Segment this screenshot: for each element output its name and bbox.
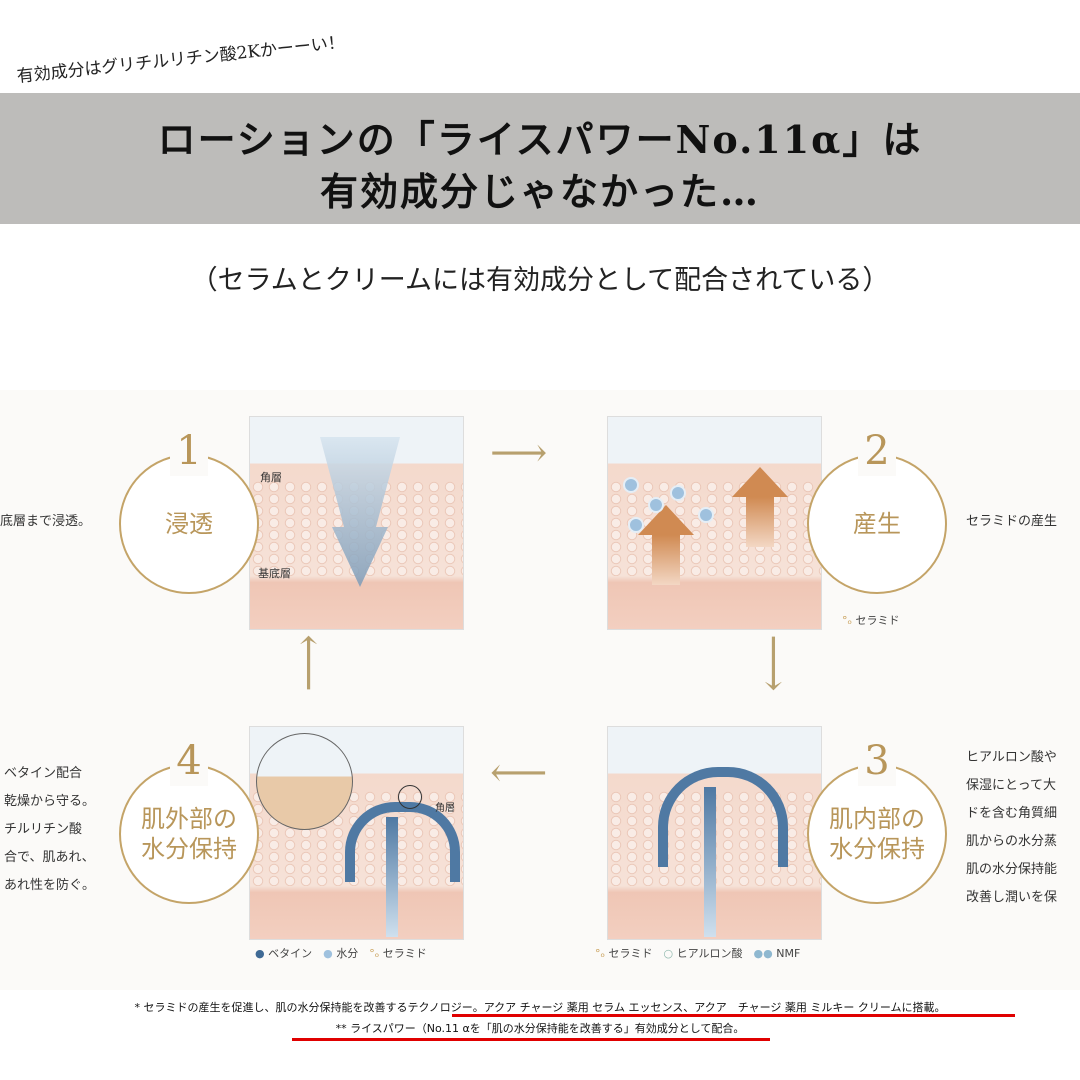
legend-label: セラミド [608,947,653,960]
step-number: 2 [858,426,896,476]
up-arrow-stem [652,535,680,585]
text-line: 保湿にとって大 [966,778,1056,793]
step-1-circle: 1 浸透 [119,426,259,594]
molecule-dot [698,507,714,523]
title-line2: 有効成分じゃなかった… [319,169,760,214]
ceramide-icon: °ₒ [369,947,383,960]
subtitle: （セラムとクリームには有効成分として配合されている） [190,265,890,296]
step-label: 水分保持 [829,835,925,863]
text-line: 底層まで浸透。 [0,514,92,529]
label-stratum-corneum: 角層 [260,471,282,484]
hyaluronic-acid-icon: ○ [663,947,677,960]
moisture-flow-arc [345,802,460,882]
step-2-circle: 2 産生 [807,426,947,594]
nmf-icon: ●● [753,947,777,960]
molecule-dot [628,517,644,533]
moisture-flow-stem [386,817,398,937]
title-line1: ローションの「ライスパワーNo.11α」は [157,117,923,162]
molecule-dot [670,485,686,501]
legend-label: セラミド [382,947,427,960]
legend-label: ベタイン [268,947,313,960]
molecule-dot [623,477,639,493]
step-4-circle: 4 肌外部の 水分保持 [119,736,259,904]
legend-step-3: °ₒ セラミド ○ ヒアルロン酸 ●● NMF [595,945,800,961]
ceramide-icon: °ₒ [595,947,609,960]
up-arrow-icon [732,467,788,497]
step-number: 1 [170,426,208,476]
step-label: 肌内部の [829,805,925,833]
text-line: セラミドの産生 [966,514,1058,529]
step-3-text: ヒアルロン酸や保湿にとって大ドを含む角質細肌からの水分蒸肌の水分保持能改善し潤い… [966,744,1057,912]
label-basal-layer: 基底層 [258,567,291,580]
text-line: 肌の水分保持能 [966,862,1058,877]
legend-step-2: °ₒ セラミド [842,612,900,628]
legend-label: セラミド [855,614,900,627]
panel-inner-moisture [607,726,822,940]
step-label: 浸透 [165,510,213,538]
footnote-1: * セラミドの産生を促進し、肌の水分保持能を改善するテクノロジー。アクア チャー… [134,1001,946,1014]
text-line: 乾燥から守る。 [4,794,96,809]
magnifier-inset [256,733,353,830]
text-line: 肌からの水分蒸 [966,834,1058,849]
arrow-up-icon: ⟶ [285,634,332,692]
label-stratum-corneum-4: 角層 [435,803,455,814]
handwritten-memo: 有効成分はグリチルリチン酸2Kかーーい！ [15,32,346,87]
step-1-text: 底層まで浸透。 [0,508,91,536]
text-line: ドを含む角質細 [966,806,1058,821]
step-number: 3 [858,736,896,786]
legend-label: NMF [776,947,801,960]
ceramide-icon: °ₒ [842,614,856,627]
title-band: ローションの「ライスパワーNo.11α」は 有効成分じゃなかった… [0,93,1080,224]
water-icon: ● [323,947,337,960]
step-3-circle: 3 肌内部の 水分保持 [807,736,947,904]
text-line: あれ性を防ぐ。 [4,878,96,893]
arrow-right-icon: ⟶ [490,430,548,476]
legend-label: 水分 [336,947,359,960]
arrow-left-icon: ⟶ [490,750,548,796]
molecule-dot [648,497,664,513]
step-label: 水分保持 [141,835,237,863]
red-underline-2 [292,1038,770,1041]
magnifier-target-circle [398,785,422,809]
step-number: 4 [170,736,208,786]
arrow-down-icon: ⟶ [750,634,797,692]
up-arrow-icon [638,505,694,535]
text-line: 合で、肌あれ、 [4,850,95,865]
step-4-text: ベタイン配合乾燥から守る。チルリチン酸合で、肌あれ、あれ性を防ぐ。 [4,760,95,900]
betaine-icon: ● [255,947,269,960]
moisture-flow-arc [658,767,788,867]
red-underline-1 [452,1014,1015,1017]
step-2-text: セラミドの産生 [966,508,1057,536]
moisture-flow-stem [704,787,716,937]
panel-outer-moisture: 角層 [249,726,464,940]
text-line: ベタイン配合 [4,766,83,781]
cycle-diagram: 角層 基底層 角層 ⟶ ⟶ ⟶ ⟶ 1 浸透 2 産生 3 肌内部の 水分保持 … [0,390,1080,990]
legend-label: ヒアルロン酸 [676,947,743,960]
text-line: ヒアルロン酸や [966,750,1057,765]
step-label: 産生 [853,510,901,538]
text-line: 改善し潤いを保 [966,890,1058,905]
text-line: チルリチン酸 [4,822,83,837]
legend-step-4: ● ベタイン ● 水分 °ₒ セラミド [255,945,427,961]
panel-penetration: 角層 基底層 [249,416,464,630]
step-label: 肌外部の [141,805,237,833]
panel-production [607,416,822,630]
up-arrow-stem [746,497,774,547]
footnote-2: ** ライスパワー（No.11 αを「肌の水分保持能を改善する」有効成分として配… [335,1022,745,1035]
